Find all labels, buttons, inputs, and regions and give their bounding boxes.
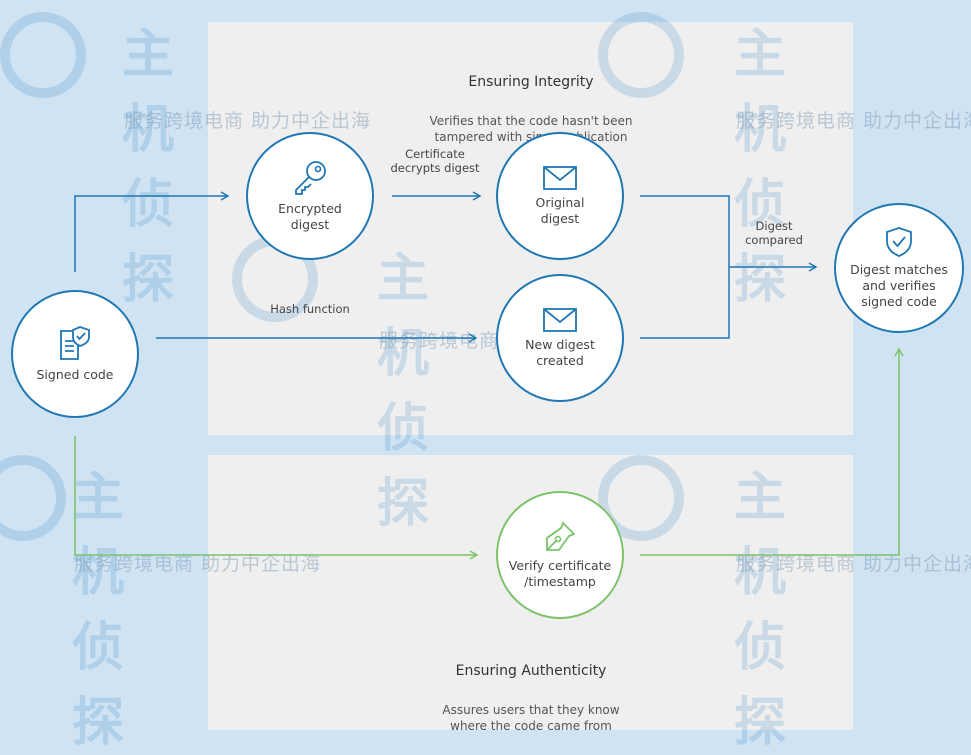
edge-original-to-compare [640,195,730,339]
envelope-icon [543,308,577,332]
label-hash-function: Hash function [270,302,350,316]
digest-matches-label: Digest matches and verifies signed code [850,262,948,309]
authenticity-title: Ensuring Authenticity [455,663,607,679]
signed-code-label: Signed code [36,367,114,382]
encrypted-digest-label: Encrypted digest [278,201,342,232]
node-digest-matches: Digest matches and verifies signed code [834,203,964,333]
pen-nib-icon [546,521,576,551]
node-new-digest: New digest created [496,274,624,402]
node-verify-certificate: Verify certificate /timestamp [496,491,624,619]
shield-check-icon [886,227,912,257]
document-shield-icon [60,326,90,360]
node-signed-code: Signed code [11,290,139,418]
edge-verify-to-match [640,347,904,556]
edge-signed-to-verify [74,436,479,560]
new-digest-label: New digest created [525,337,595,368]
label-digest-compared: Digest compared [745,219,803,247]
authenticity-heading: Ensuring Authenticity Assures users that… [400,644,662,753]
authenticity-subtitle: Assures users that they know where the c… [442,703,620,733]
label-certificate-decrypts: Certificate decrypts digest [390,147,480,175]
integrity-title: Ensuring Integrity [468,74,594,90]
edge-signed-to-encrypted [74,191,230,272]
node-original-digest: Original digest [496,132,624,260]
node-encrypted-digest: Encrypted digest [246,132,374,260]
verify-certificate-label: Verify certificate /timestamp [508,558,612,589]
envelope-icon [543,166,577,190]
original-digest-label: Original digest [535,195,585,226]
key-icon [295,161,326,195]
